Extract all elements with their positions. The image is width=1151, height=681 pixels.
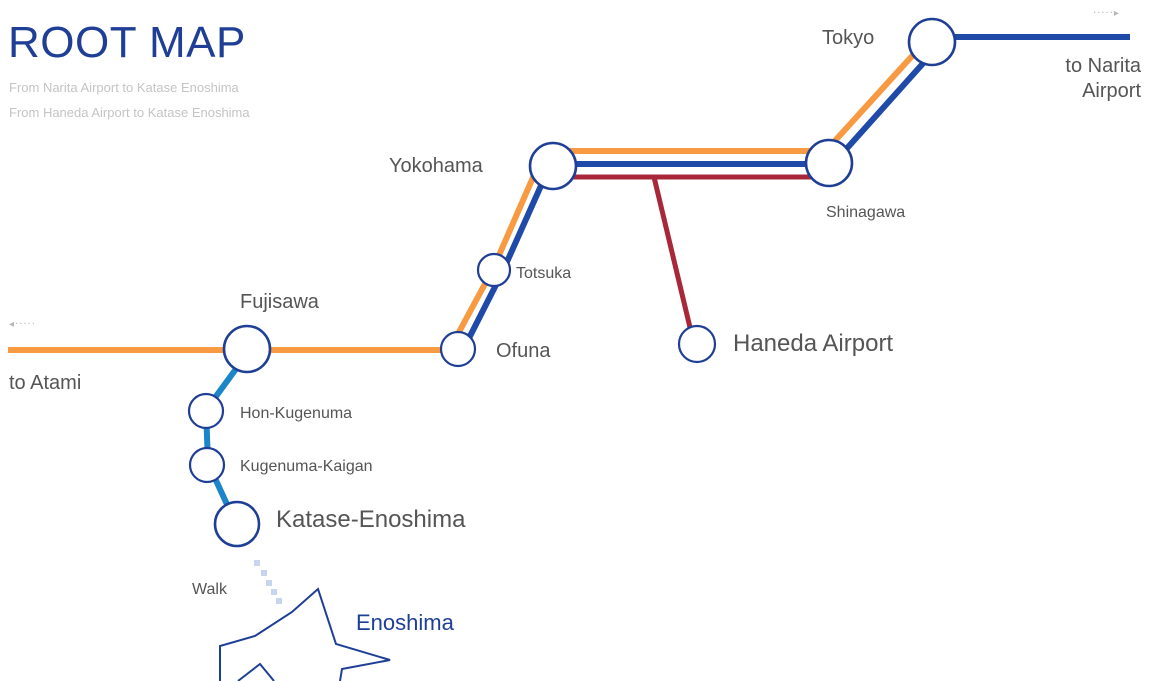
route-haneda-link[interactable]: From Haneda Airport to Katase Enoshima [9, 105, 250, 120]
label-ofuna: Ofuna [496, 340, 551, 362]
station-ofuna[interactable] [439, 330, 477, 368]
page-title: ROOT MAP [8, 18, 246, 67]
enoshima-island-outline [219, 587, 391, 681]
station-fujisawa[interactable] [222, 324, 272, 374]
walk-dot [266, 580, 272, 586]
station-tokyo[interactable] [907, 17, 957, 67]
walk-path [254, 560, 282, 604]
blue-line-shinagawa-tokyo [829, 47, 938, 168]
label-shinagawa: Shinagawa [826, 204, 905, 221]
label-hon-kugenuma: Hon-Kugenuma [240, 405, 352, 422]
light-blue-line [203, 356, 247, 526]
walk-dot [271, 589, 277, 595]
walk-dot [261, 570, 267, 576]
station-yokohama[interactable] [528, 141, 578, 191]
orange-line [8, 41, 926, 353]
label-haneda-airport: Haneda Airport [733, 330, 893, 357]
label-yokohama: Yokohama [389, 155, 484, 177]
station-katase-enoshima[interactable] [213, 500, 261, 548]
label-fujisawa: Fujisawa [240, 291, 320, 313]
label-katase-enoshima: Katase-Enoshima [276, 506, 466, 533]
walk-dot [254, 560, 260, 566]
blue-line [459, 34, 1130, 354]
orange-line-shinagawa-tokyo [819, 41, 926, 158]
label-kugenuma-kaigan: Kugenuma-Kaigan [240, 458, 373, 475]
route-narita-link[interactable]: From Narita Airport to Katase Enoshima [9, 80, 239, 95]
label-enoshima: Enoshima [356, 610, 455, 635]
station-haneda-airport[interactable] [677, 324, 717, 364]
station-kugenuma-kaigan[interactable] [188, 446, 226, 484]
red-line-haneda-branch [651, 176, 696, 341]
label-walk: Walk [192, 581, 228, 598]
walk-dot [276, 598, 282, 604]
station-hon-kugenuma[interactable] [187, 392, 225, 430]
east-direction-arrow: ·····▸ [1093, 8, 1120, 19]
label-narita-airport: Airport [1082, 80, 1141, 102]
label-totsuka: Totsuka [516, 265, 571, 282]
enoshima-island-inner [237, 662, 275, 681]
station-shinagawa[interactable] [804, 138, 854, 188]
west-direction-arrow: ◂····· [9, 319, 36, 330]
label-tokyo: Tokyo [822, 27, 874, 49]
label-to-atami: to Atami [9, 372, 81, 394]
red-line [553, 174, 828, 341]
label-to-narita: to Narita [1065, 55, 1141, 77]
station-totsuka[interactable] [476, 252, 512, 288]
